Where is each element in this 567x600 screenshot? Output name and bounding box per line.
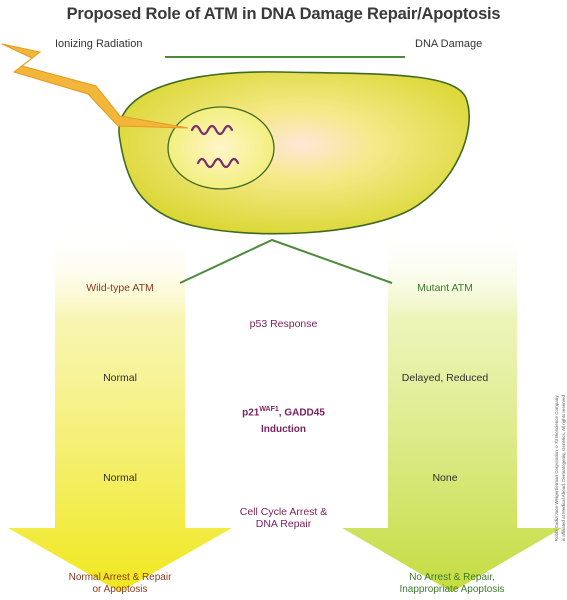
cell-cycle-label-line1: Cell Cycle Arrest &	[239, 506, 328, 518]
copyright-credit: Robbi Cadiz/Jace-Weigert/erman Corporati…	[553, 395, 567, 541]
outcome-right-line2: Inappropriate Apoptosis	[399, 584, 505, 595]
normal-label-2: Normal	[103, 472, 137, 484]
mutant-arrow	[342, 228, 562, 592]
outcome-left-line1: Normal Arrest & Repair	[68, 572, 172, 583]
normal-label-1: Normal	[103, 372, 137, 384]
credit-line-1: Robbi Cadiz/Jace-Weigert/erman Corporati…	[554, 395, 559, 542]
nucleus	[167, 106, 275, 190]
gadd45-text: , GADD45	[278, 407, 325, 419]
wildtype-atm-label: Wild-type ATM	[86, 282, 154, 294]
radiation-bolt-icon	[1, 43, 189, 129]
delayed-reduced-label: Delayed, Reduced	[401, 372, 489, 384]
waf1-superscript: WAF1	[259, 406, 279, 413]
mutant-atm-label: Mutant ATM	[417, 282, 473, 294]
branch-lines	[179, 238, 393, 284]
outcome-right-line1: No Arrest & Repair,	[409, 572, 495, 583]
dna-strand-bottom	[196, 157, 240, 169]
p21-gadd45-label: p21WAF1, GADD45	[150, 406, 417, 418]
outcome-left-line2: or Apoptosis	[92, 584, 148, 595]
p53-response-label: p53 Response	[249, 318, 318, 330]
cell-cycle-label-line2: DNA Repair	[255, 518, 312, 530]
wildtype-arrow	[8, 228, 232, 592]
dna-damage-label: DNA Damage	[415, 38, 483, 50]
credit-line-2: is affiliated at Medical Ahead, Dermatog…	[561, 395, 566, 542]
ionizing-radiation-label: Ionizing Radiation	[55, 38, 143, 50]
dna-strand-top	[190, 124, 234, 136]
p21-text: p21	[242, 407, 260, 419]
none-label: None	[432, 472, 458, 484]
induction-label: Induction	[261, 424, 306, 435]
diagram-title: Proposed Role of ATM in DNA Damage Repai…	[66, 5, 501, 23]
